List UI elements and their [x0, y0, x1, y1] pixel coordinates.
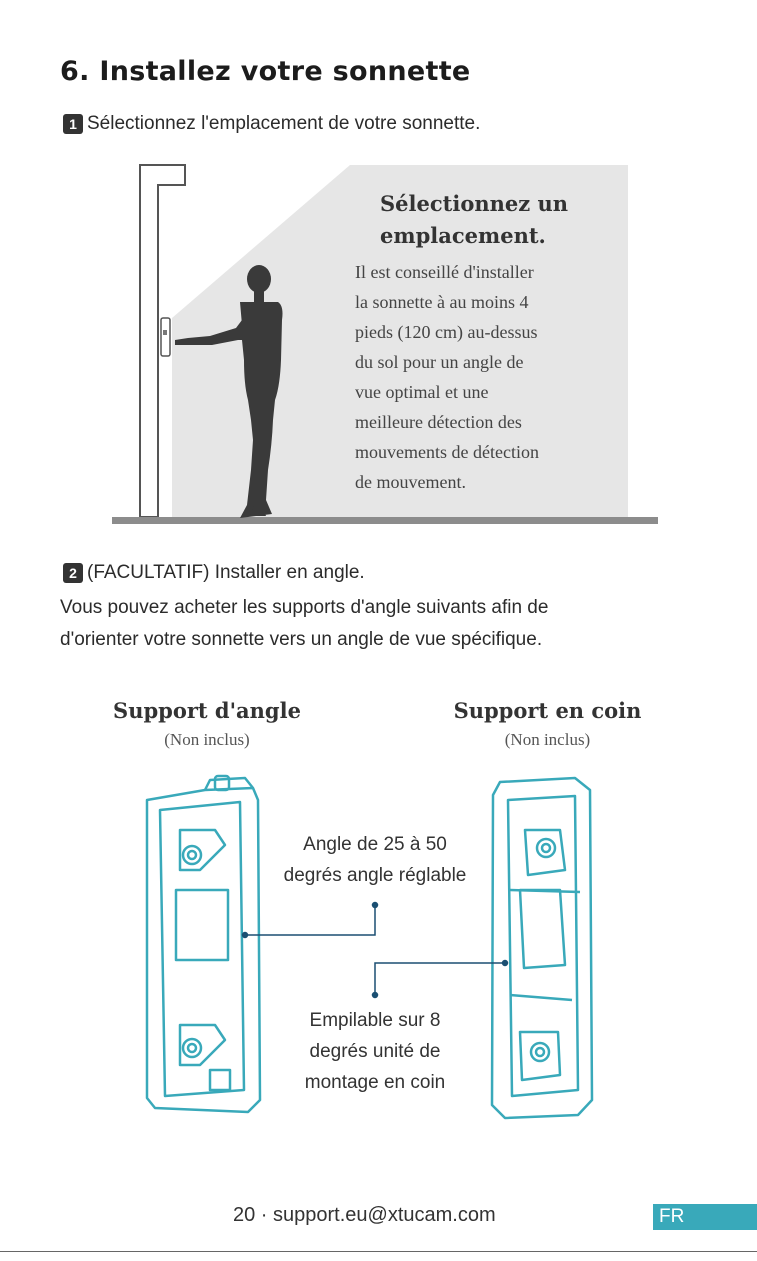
step-2-paragraph-line-1: Vous pouvez acheter les supports d'angle…	[60, 597, 549, 618]
brackets-illustration	[145, 774, 594, 1120]
angle-note-line-1: Angle de 25 à 50	[303, 834, 447, 855]
illustration-body-line-7: mouvements de détection	[355, 442, 539, 462]
bottom-divider	[0, 1251, 757, 1252]
illustration-body-line-8: de mouvement.	[355, 472, 466, 492]
stack-note-line-2: degrés unité de	[309, 1041, 441, 1062]
stack-note-line-1: Empilable sur 8	[309, 1010, 441, 1031]
illustration-body-line-3: pieds (120 cm) au-dessus	[355, 322, 537, 343]
step-2: 2 (FACULTATIF) Installer en angle.	[63, 562, 365, 584]
illustration-body-line-6: meilleure détection des	[355, 412, 522, 432]
illustration-body-line-5: vue optimal et une	[355, 382, 488, 402]
step-2-paragraph-line-2: d'orienter votre sonnette vers un angle …	[60, 629, 543, 650]
illustration-title-line-2: emplacement.	[380, 223, 546, 248]
illustration-body-line-1: Il est conseillé d'installer	[355, 262, 534, 282]
step-2-text: (FACULTATIF) Installer en angle.	[87, 562, 365, 583]
floor-line	[112, 517, 658, 524]
right-product-subtitle: (Non inclus)	[504, 730, 591, 749]
step-2-paragraph: Vous pouvez acheter les supports d'angle…	[60, 592, 740, 656]
angle-note-line-2: degrés angle réglable	[283, 865, 467, 886]
step-1: 1 Sélectionnez l'emplacement de votre so…	[63, 113, 480, 135]
footer-text: 20 · support.eu@xtucam.com	[233, 1204, 496, 1226]
stack-note-line-3: montage en coin	[304, 1072, 446, 1093]
angle-note: Angle de 25 à 50 degrés angle réglable	[255, 829, 495, 891]
person-silhouette-icon	[175, 265, 283, 518]
illustration-body-line-4: du sol pour un angle de	[355, 352, 523, 372]
stack-connector-line	[374, 962, 505, 995]
page-title: 6. Installez votre sonnette	[60, 56, 471, 87]
illustration-title-line-1: Sélectionnez un	[380, 191, 568, 216]
illustration-body-line-2: la sonnette à au moins 4	[355, 292, 528, 312]
step-1-text: Sélectionnez l'emplacement de votre sonn…	[87, 113, 481, 134]
right-product-title: Support en coin	[453, 698, 642, 723]
step-2-badge: 2	[63, 563, 83, 583]
angle-connector-line	[245, 905, 376, 936]
corner-bracket-icon	[490, 776, 594, 1120]
language-badge: FR	[653, 1204, 757, 1230]
left-product-subtitle: (Non inclus)	[164, 730, 250, 749]
step-1-badge: 1	[63, 114, 83, 134]
angle-bracket-icon	[145, 774, 262, 1114]
left-product-title: Support d'angle	[113, 698, 301, 723]
stack-note: Empilable sur 8 degrés unité de montage …	[255, 1005, 495, 1098]
view-cone-panel	[172, 165, 628, 517]
doorbell-icon	[160, 317, 171, 357]
placement-illustration: Sélectionnez un emplacement. Il est cons…	[112, 164, 658, 524]
